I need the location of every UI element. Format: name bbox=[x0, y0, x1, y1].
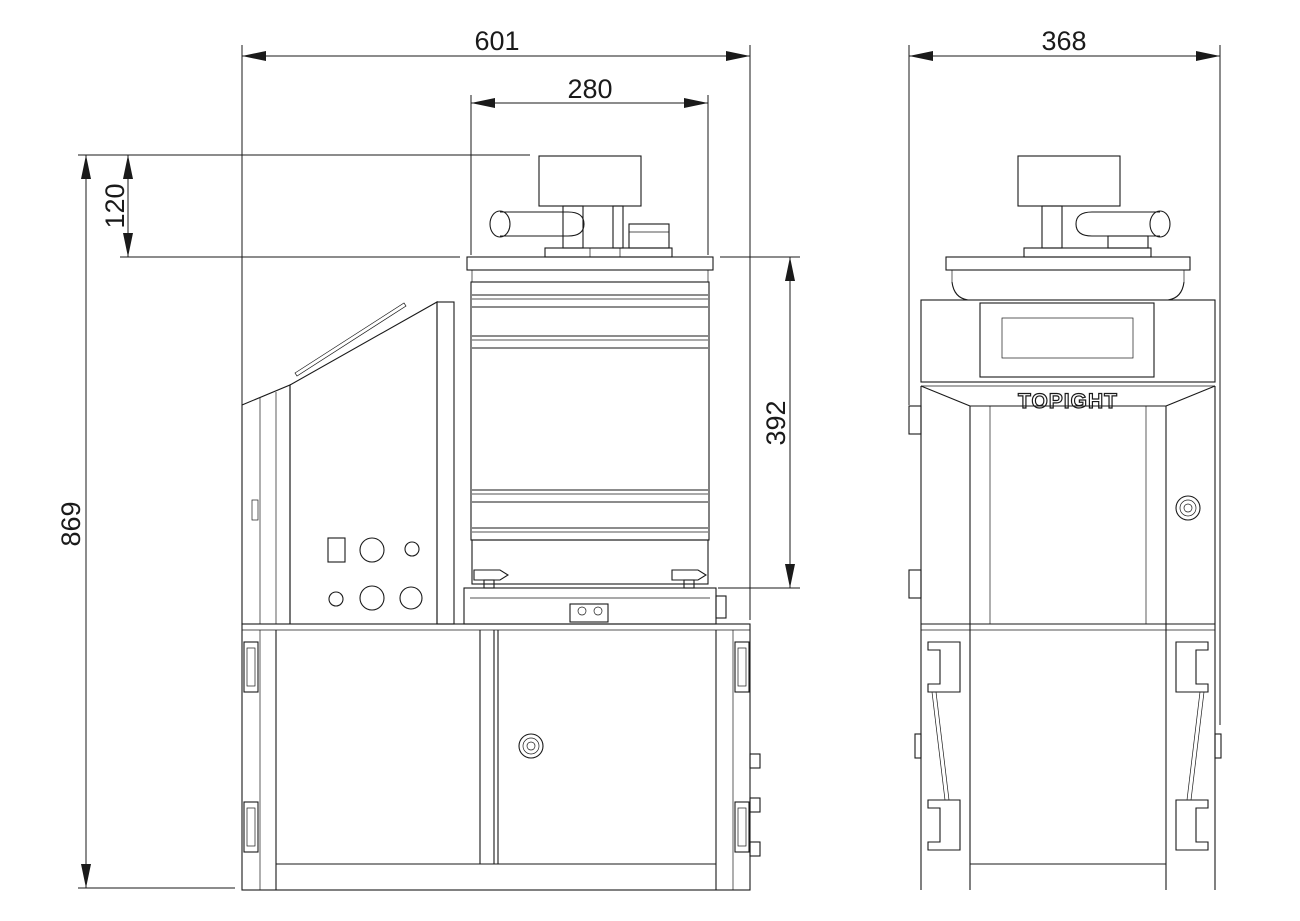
dimension-lines bbox=[78, 45, 1221, 889]
front-view bbox=[241, 155, 761, 891]
dim-total-height: 869 bbox=[56, 501, 86, 546]
dim-top-height: 120 bbox=[100, 183, 130, 228]
dim-chamber-height: 392 bbox=[761, 400, 791, 445]
side-view: TOPIGHT bbox=[908, 155, 1222, 890]
dim-top-width: 280 bbox=[567, 74, 612, 104]
dim-side-width: 368 bbox=[1041, 26, 1086, 56]
brand-logo: TOPIGHT bbox=[1018, 390, 1118, 413]
dim-front-width: 601 bbox=[474, 26, 519, 56]
